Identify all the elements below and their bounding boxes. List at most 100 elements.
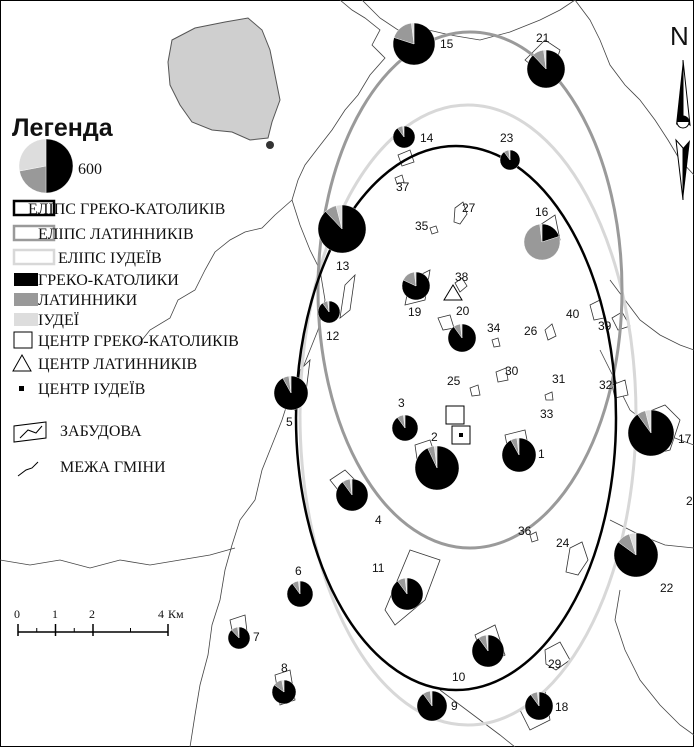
pie-slice-jewish xyxy=(543,49,547,70)
settlement-label-29: 29 xyxy=(548,657,562,671)
scale-unit: Км xyxy=(168,607,184,621)
legend-symbol-ellipse-gc xyxy=(12,199,56,217)
pie-slice-jewish xyxy=(288,375,292,394)
built-up-area xyxy=(544,641,571,671)
boundary-line xyxy=(0,547,236,569)
south-arrow-left xyxy=(675,138,684,201)
settlement-pie-8 xyxy=(271,679,297,705)
settlement-label-22: 22 xyxy=(660,581,674,595)
scale-label-4: 4 xyxy=(158,607,164,621)
settlement-label-2: 2 xyxy=(686,494,693,508)
boundary-line xyxy=(574,0,694,176)
settlement-pie-9 xyxy=(416,690,448,722)
legend-label: ЦЕНТР ІУДЕЇВ xyxy=(38,380,145,398)
center-jewish-dot xyxy=(459,433,463,437)
settlement-label-24: 24 xyxy=(556,536,570,550)
legend-item-triangle: ЦЕНТР ЛАТИННИКІВ xyxy=(12,353,197,373)
legend-symbol-fill-gc xyxy=(14,273,38,286)
pie-slice-jewish xyxy=(485,634,489,652)
settlement-pie-14 xyxy=(392,125,416,149)
built-up-area xyxy=(469,384,481,397)
pie-slice-jewish xyxy=(628,532,637,556)
pie-slice-jewish xyxy=(402,125,405,138)
pie-slice-jewish xyxy=(18,138,47,172)
pie-slice-jewish xyxy=(645,409,652,434)
settlement-pie-13 xyxy=(317,204,367,254)
boundary-line xyxy=(189,499,256,747)
legend-symbol-fill-lat xyxy=(14,293,38,306)
legend-pie-sample xyxy=(18,138,74,194)
settlement-label-16: 16 xyxy=(535,205,549,219)
pie-slice-jewish xyxy=(434,445,438,469)
pie-slice-greek-catholic xyxy=(401,271,431,301)
settlement-label-12: 12 xyxy=(326,329,340,343)
pie-slice-jewish xyxy=(429,690,433,707)
built-up-area xyxy=(529,531,539,543)
settlement-label-10: 10 xyxy=(452,670,466,684)
settlement-label-17: 17 xyxy=(678,432,692,446)
settlement-label-27: 27 xyxy=(462,201,476,215)
settlement-pie-16 xyxy=(523,223,561,261)
settlement-label-1: 1 xyxy=(538,447,545,461)
pie-slice-jewish xyxy=(327,300,330,313)
built-up-area xyxy=(454,277,468,293)
settlement-label-11: 11 xyxy=(372,561,385,575)
settlement-label-9: 9 xyxy=(451,699,458,713)
settlement-pie-21 xyxy=(526,49,566,89)
boundary-line xyxy=(254,199,326,501)
legend-label: ЗАБУДОВА xyxy=(60,423,142,440)
location-marker xyxy=(266,141,274,149)
pie-slice-latin xyxy=(19,165,47,194)
pie-slice-jewish xyxy=(335,204,343,230)
scale-label-2: 2 xyxy=(89,607,95,621)
settlement-pie-19 xyxy=(401,271,431,301)
legend-item-boundary: МЕЖА ГМІНИ xyxy=(17,459,166,477)
built-up-area xyxy=(491,337,501,348)
settlement-pie-4 xyxy=(335,478,369,512)
settlement-pie-7 xyxy=(227,626,251,650)
pie-slice-jewish xyxy=(237,626,240,639)
pie-slice-jewish xyxy=(349,478,353,496)
built-up-area xyxy=(565,541,589,576)
built-up-area xyxy=(394,174,405,185)
boundary-line xyxy=(137,199,293,346)
legend-label: МЕЖА ГМІНИ xyxy=(60,459,166,476)
pie-slice-jewish xyxy=(298,580,301,595)
legend-symbol-triangle xyxy=(12,353,32,372)
ellipse-jewish xyxy=(298,103,638,727)
settlement-label-37: 37 xyxy=(396,180,410,194)
pie-slice-jewish xyxy=(539,223,543,243)
center-greek-catholic xyxy=(445,405,465,425)
settlement-label-21: 21 xyxy=(536,31,550,45)
legend-item-square: ЦЕНТР ГРЕКО-КАТОЛИКІВ xyxy=(13,331,239,350)
settlement-pie-17 xyxy=(627,409,675,457)
built-up-area xyxy=(429,225,439,235)
pie-slice-jewish xyxy=(404,577,408,595)
legend-item-dot-square: ЦЕНТР ІУДЕЇВ xyxy=(19,380,145,398)
settlement-label-3: 3 xyxy=(398,396,405,410)
pie-slice-latin xyxy=(523,223,561,261)
legend-sample-value: 600 xyxy=(78,161,102,178)
settlement-label-15: 15 xyxy=(440,37,454,51)
settlement-pie-2 xyxy=(414,445,460,491)
settlement-label-6: 6 xyxy=(295,564,302,578)
legend-symbol-fill-jew xyxy=(14,313,38,326)
pie-slice-jewish xyxy=(414,271,417,287)
settlement-label-5: 5 xyxy=(286,415,293,429)
pie-slice-jewish xyxy=(403,414,406,429)
built-up-area xyxy=(495,367,509,383)
settlement-pie-18 xyxy=(524,691,554,721)
settlement-label-13: 13 xyxy=(336,259,350,273)
legend-label: ІУДЕЇ xyxy=(38,311,79,329)
legend-symbol-built-up xyxy=(13,421,47,443)
legend-symbol-ellipse-jew xyxy=(12,248,56,266)
legend-item-ellipse-gc: ЕЛІПС ГРЕКО-КАТОЛИКІВ xyxy=(12,199,225,218)
north-arrow-hub-half xyxy=(677,116,689,122)
legend-title: Легенда xyxy=(12,114,114,142)
settlement-label-2: 2 xyxy=(431,430,438,444)
settlement-label-39: 39 xyxy=(598,319,612,333)
settlement-label-26: 26 xyxy=(524,324,538,338)
ellipse-latin xyxy=(316,30,624,550)
boundary-line xyxy=(614,589,694,736)
